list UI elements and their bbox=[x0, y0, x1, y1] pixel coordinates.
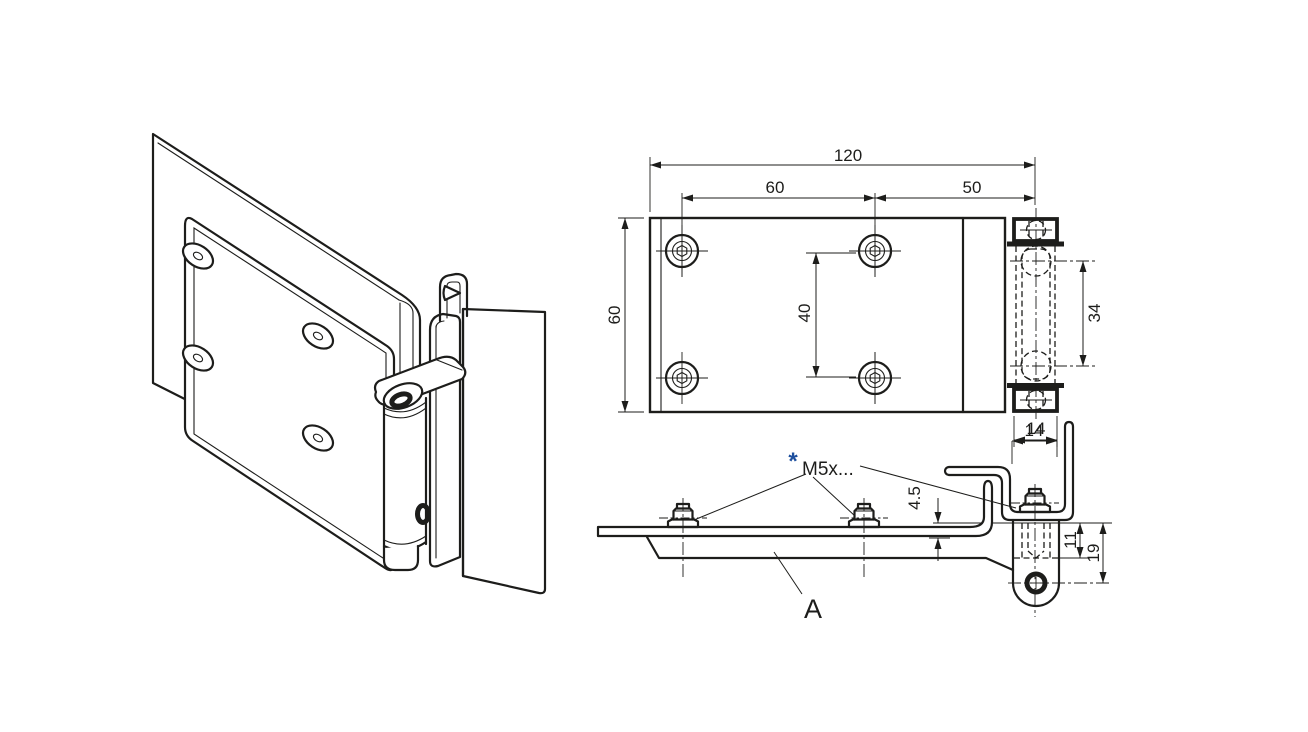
door-riser-tip bbox=[442, 284, 462, 302]
weld-studs bbox=[657, 487, 1061, 578]
screw-boss bbox=[301, 322, 335, 350]
dim-pin-axis-offset: 19 bbox=[1084, 544, 1103, 563]
dim-screw-spacing-h: 60 bbox=[766, 178, 785, 197]
frame-channel bbox=[428, 307, 547, 595]
stud-thread-label: M5x... bbox=[802, 459, 854, 480]
frame-profile bbox=[943, 420, 1075, 522]
frame-hook bbox=[438, 272, 469, 323]
screw-boss bbox=[301, 424, 335, 452]
dim-screw-spacing-v: 40 bbox=[795, 304, 814, 323]
side-view-annotations: * M5x... A bbox=[693, 448, 1017, 624]
footnote-star: * bbox=[788, 448, 798, 475]
barrel-foot bbox=[382, 544, 420, 572]
top-view-dimensions: 120 60 50 60 40 34 14 bbox=[605, 146, 1104, 447]
part-label-a: A bbox=[804, 594, 822, 624]
screw-head bbox=[654, 193, 903, 406]
side-view: * M5x... A 4.5 11 19 14 bbox=[596, 420, 1112, 624]
dim-plate-height: 60 bbox=[605, 306, 624, 325]
side-view-dimensions: 4.5 11 19 14 bbox=[905, 421, 1107, 583]
dim-thread-depth: 11 bbox=[1061, 531, 1080, 549]
dim-flange-offset: 4.5 bbox=[905, 486, 924, 510]
dim-pin-to-screw: 50 bbox=[963, 178, 982, 197]
door-leaf bbox=[596, 479, 994, 538]
screw-boss bbox=[181, 344, 215, 372]
top-view: 120 60 50 60 40 34 14 bbox=[605, 146, 1104, 447]
dim-knuckle-hole-spacing: 34 bbox=[1085, 304, 1104, 323]
gasket-plate-a bbox=[645, 535, 1015, 572]
isometric-view bbox=[151, 132, 547, 595]
dim-knuckle-width-top: 14 bbox=[1027, 419, 1046, 438]
knuckle-top-view bbox=[1007, 208, 1098, 420]
screw-boss bbox=[181, 242, 215, 270]
pin-hole bbox=[389, 391, 413, 409]
hinge-barrel bbox=[382, 396, 431, 572]
hinge-leaf-plate bbox=[181, 216, 396, 572]
dim-knuckle-width-side: 14 bbox=[1025, 421, 1044, 440]
hinge-pin bbox=[1024, 571, 1048, 595]
pin-bracket bbox=[373, 355, 467, 410]
knuckle-side-view bbox=[1008, 484, 1112, 617]
lower-pin-boss bbox=[415, 503, 431, 525]
leaf-plate-outline bbox=[648, 216, 1007, 414]
dim-total-width: 120 bbox=[834, 146, 862, 165]
